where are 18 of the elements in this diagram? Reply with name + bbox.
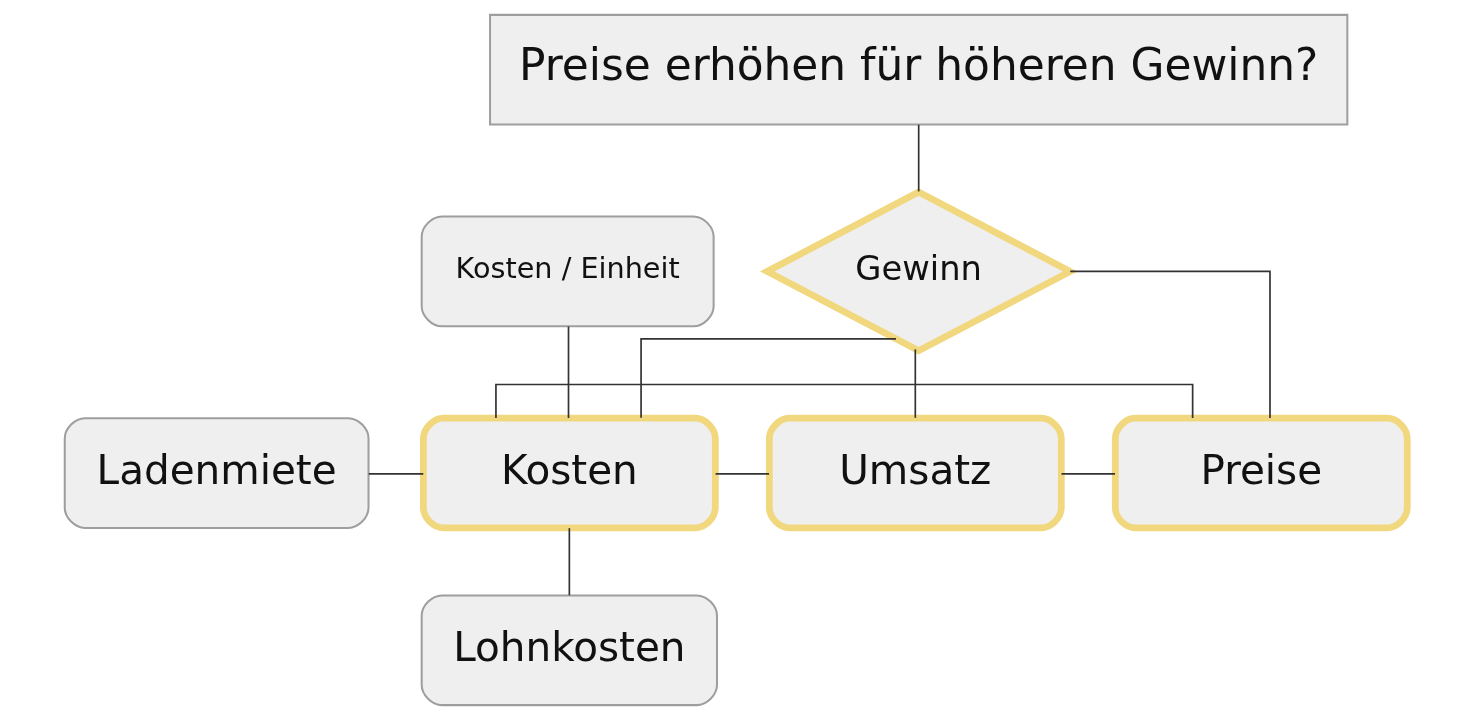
- connector: [639, 338, 897, 419]
- connector: [568, 527, 570, 597]
- node-box: Umsatz: [765, 414, 1065, 532]
- node-box: Kosten: [419, 414, 719, 532]
- node-box: Lohnkosten: [420, 594, 718, 707]
- connector: [567, 325, 569, 419]
- connector: [494, 383, 1193, 419]
- node-box: Preise: [1111, 414, 1411, 532]
- node-box: Preise erhöhen für höheren Gewinn?: [488, 13, 1348, 126]
- node-box: Kosten / Einheit: [420, 215, 715, 328]
- connector: [1068, 270, 1271, 419]
- connector: [367, 473, 424, 475]
- connector: [714, 473, 770, 475]
- connector: [913, 348, 916, 419]
- node-box: Ladenmiete: [63, 417, 370, 529]
- node-diamond: Gewinn: [759, 188, 1077, 355]
- connector: [1060, 473, 1116, 475]
- connector: [917, 124, 920, 193]
